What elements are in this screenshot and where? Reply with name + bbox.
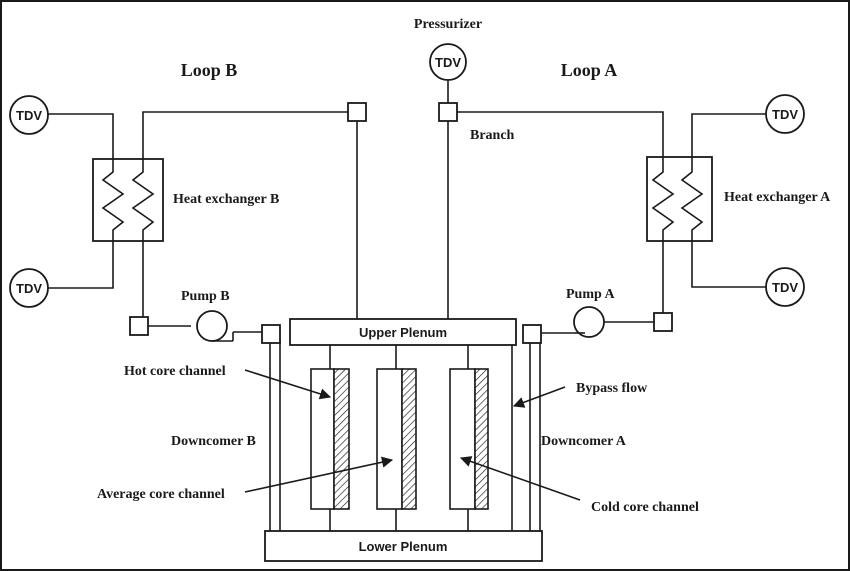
junction-upper-b [347, 102, 367, 122]
pump-b-label: Pump B [181, 289, 230, 304]
cold-core-channel-heater [474, 368, 489, 510]
hx-b-coil-left [101, 159, 125, 241]
heat-exchanger-a [646, 156, 713, 242]
tdv-b-bottom-circle [9, 268, 49, 308]
hx-b-coil-right [131, 159, 155, 241]
tdv-b-top: TDV [9, 95, 49, 135]
junction-downcomer-a [522, 324, 542, 344]
hx-b-secondary-outlet [48, 241, 114, 289]
hot-core-arrow [244, 369, 332, 400]
hx-b-secondary-inlet [48, 113, 114, 159]
average-core-arrow [244, 456, 394, 493]
hx-a-secondary-inlet [691, 113, 773, 159]
lower-plenum: Lower Plenum [264, 530, 543, 562]
tdv-a-bottom-circle [765, 267, 805, 307]
average-core-channel-label: Average core channel [97, 487, 225, 502]
loop-b-label: Loop B [181, 60, 238, 80]
heat-exchanger-b [92, 158, 164, 242]
pump-b-icon [196, 310, 228, 342]
branch-label: Branch [470, 128, 515, 143]
tdv-b-top-circle [9, 95, 49, 135]
cold-core-channel-body [449, 368, 476, 510]
average-core-channel [376, 368, 417, 510]
pump-a-label: Pump A [566, 287, 616, 302]
downcomer-a-label: Downcomer A [541, 434, 627, 449]
junction-pump-a-inlet [653, 312, 673, 332]
loop-a-hot-leg [456, 111, 664, 314]
cold-core-channel [449, 368, 489, 510]
upper-plenum: Upper Plenum [289, 318, 517, 346]
average-core-channel-body [376, 368, 403, 510]
hot-core-channel [310, 368, 350, 510]
heat-exchanger-a-shell [646, 156, 713, 242]
junction-pump-b-inlet [129, 316, 149, 336]
tdv-a-bottom-label: TDV [772, 280, 798, 295]
tdv-pressurizer: TDV [429, 43, 467, 81]
tdv-b-bottom-label: TDV [16, 281, 42, 296]
loop-a-label: Loop A [561, 60, 618, 80]
pump-a-icon [573, 306, 605, 338]
tdv-a-bottom: TDV [765, 267, 805, 307]
hot-core-channel-label: Hot core channel [124, 364, 226, 379]
downcomer-b-label: Downcomer B [171, 434, 256, 449]
pump-a [573, 306, 605, 338]
lower-plenum-box [264, 530, 543, 562]
upper-plenum-label: Upper Plenum [359, 325, 447, 340]
pressurizer-label: Pressurizer [414, 17, 482, 32]
hx-a-coil-right [680, 157, 704, 241]
upper-plenum-box [289, 318, 517, 346]
cold-core-arrow [459, 456, 581, 501]
junction-downcomer-b [261, 324, 281, 344]
bypass-flow-label: Bypass flow [576, 381, 648, 396]
cold-core-channel-label: Cold core channel [591, 500, 699, 515]
average-core-channel-heater [401, 368, 417, 510]
hx-a-secondary-outlet [691, 241, 768, 288]
hot-core-channel-heater [333, 368, 350, 510]
branch-junction [438, 102, 458, 122]
loop-b-hot-leg [142, 111, 348, 159]
tdv-pressurizer-circle [429, 43, 467, 81]
hx-a-coil-left [651, 157, 675, 241]
heat-exchanger-a-label: Heat exchanger A [724, 190, 831, 205]
tdv-pressurizer-label: TDV [435, 55, 461, 70]
heat-exchanger-b-shell [92, 158, 164, 242]
tdv-b-bottom: TDV [9, 268, 49, 308]
tdv-a-top-label: TDV [772, 107, 798, 122]
tdv-b-top-label: TDV [16, 108, 42, 123]
bypass-flow-arrow [512, 386, 566, 408]
tdv-a-top: TDV [765, 94, 805, 134]
pump-b [196, 310, 234, 342]
lower-plenum-label: Lower Plenum [359, 539, 448, 554]
hot-core-channel-body [310, 368, 335, 510]
piping [48, 79, 773, 531]
tdv-a-top-circle [765, 94, 805, 134]
heat-exchanger-b-label: Heat exchanger B [173, 192, 279, 207]
